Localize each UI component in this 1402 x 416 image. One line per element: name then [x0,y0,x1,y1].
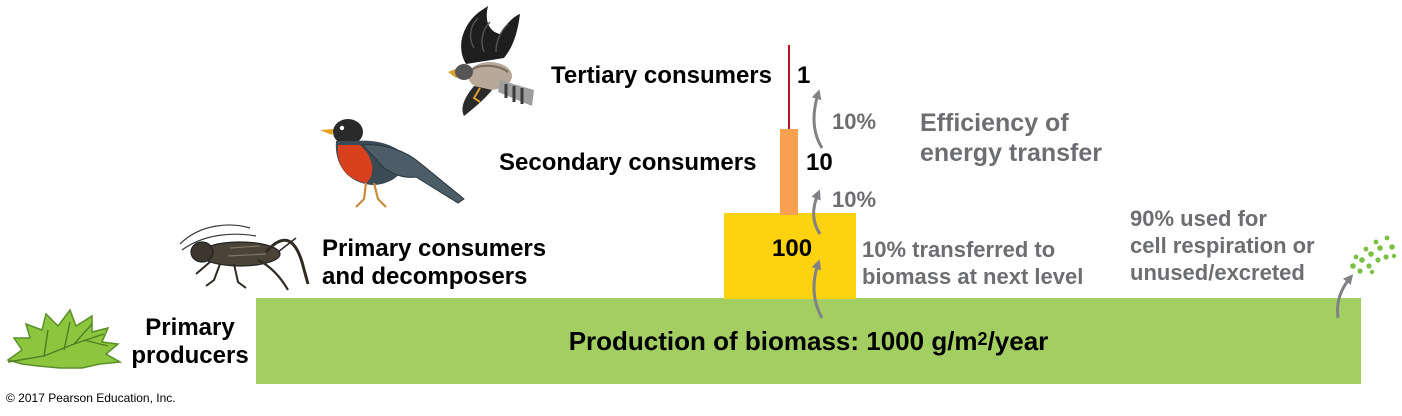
tertiary-value: 1 [797,62,811,89]
primary-consumers-bar [724,213,856,299]
primary-consumers-line1: Primary consumers [322,235,547,262]
secondary-value: 10 [806,149,833,176]
arrow-primary-to-secondary [811,189,822,235]
arrow-producers-to-primary [811,259,824,319]
primary-producers-line1: Primary [145,314,235,341]
tertiary-consumers-bar [788,45,790,129]
producers-biomass-bar [256,298,1361,384]
arrow-secondary-to-tertiary [811,89,824,149]
transferred-note-line1: 10% transferred to [862,237,1056,262]
primary-producers-line2: producers [131,342,249,369]
transfer-percent-middle: 10% [832,187,877,212]
cricket-icon [179,224,310,291]
efficiency-title-line2: energy transfer [920,139,1103,167]
secondary-consumers-label: Secondary consumers [499,149,757,176]
hawk-icon [448,6,534,116]
used-note-line3: unused/excreted [1130,260,1305,285]
primary-consumers-value: 100 [772,235,813,262]
transferred-note: 10% transferred to biomass at next level [862,236,1083,290]
biomass-text-after: /year [987,325,1049,356]
primary-consumers-line2: and decomposers [322,263,528,290]
biomass-superscript: 2 [977,328,988,349]
used-note-line1: 90% used for [1130,206,1267,231]
leaf-icon [6,308,123,369]
secondary-consumers-bar [780,129,798,215]
primary-producers-label: Primary producers [130,314,250,370]
primary-consumers-label: Primary consumers and decomposers [322,235,546,291]
efficiency-title: Efficiency of energy transfer [920,108,1102,168]
used-note-line2: cell respiration or [1130,233,1315,258]
transferred-note-line2: biomass at next level [862,264,1084,289]
robin-icon [320,119,465,208]
copyright-notice: © 2017 Pearson Education, Inc. [6,391,176,405]
biomass-text-before: Production of biomass: 1000 g/m [568,325,978,356]
used-note: 90% used for cell respiration or unused/… [1130,205,1315,286]
tertiary-consumers-label: Tertiary consumers [551,62,772,89]
transfer-percent-top: 10% [832,109,877,134]
excretion-dots [1350,235,1397,275]
efficiency-title-line1: Efficiency of [920,109,1069,137]
arrow-used-excreted [1336,274,1354,319]
